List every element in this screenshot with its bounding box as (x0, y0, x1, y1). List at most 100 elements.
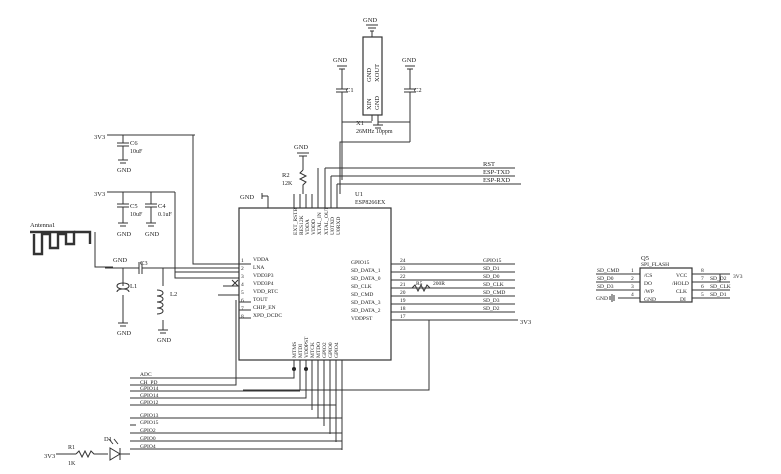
svg-text:VDD_RTC: VDD_RTC (253, 289, 278, 295)
svg-text:C5: C5 (130, 203, 138, 210)
svg-text:17: 17 (400, 314, 406, 320)
svg-text:XTAL_OUT: XTAL_OUT (324, 206, 330, 235)
resistor-r3-top: GND R2 12K (282, 144, 309, 194)
svg-text:LNA: LNA (253, 265, 264, 271)
svg-text:GPIO14: GPIO14 (140, 393, 159, 399)
svg-text:VDDPST: VDDPST (351, 316, 373, 322)
svg-text:SPI_FLASH: SPI_FLASH (641, 262, 669, 268)
svg-text:GPIO15: GPIO15 (140, 420, 159, 426)
svg-text:TOUT: TOUT (253, 297, 268, 303)
svg-text:3V3: 3V3 (94, 134, 105, 141)
svg-text:R5: R5 (416, 281, 423, 287)
svg-text:19: 19 (400, 298, 406, 304)
svg-text:5: 5 (241, 290, 244, 296)
svg-text:7: 7 (241, 306, 244, 312)
svg-text:5: 5 (701, 292, 704, 298)
svg-text:SD_DATA_2: SD_DATA_2 (351, 308, 381, 314)
svg-text:3V3: 3V3 (520, 319, 531, 326)
svg-text:2: 2 (631, 276, 634, 282)
svg-text:SD_D2: SD_D2 (483, 306, 500, 312)
svg-text:Antenna1: Antenna1 (30, 222, 55, 229)
svg-text:SD_CMD: SD_CMD (351, 292, 373, 298)
svg-text:U0TXD: U0TXD (330, 217, 336, 235)
svg-text:7: 7 (701, 276, 704, 282)
svg-text:DI: DI (680, 297, 686, 303)
svg-text:/WP: /WP (644, 289, 654, 295)
svg-text:SD_CLK: SD_CLK (483, 282, 504, 288)
svg-text:0.1uF: 0.1uF (158, 212, 173, 218)
svg-text:1: 1 (241, 258, 244, 264)
svg-text:R2: R2 (282, 172, 290, 179)
svg-text:GPIO12: GPIO12 (140, 400, 159, 406)
svg-text:SD_D2: SD_D2 (710, 276, 727, 282)
antenna-1: Antenna1 GND (30, 222, 127, 268)
svg-text:SD_CLK: SD_CLK (710, 284, 731, 290)
svg-text:GPIO15: GPIO15 (351, 260, 370, 266)
gnd-symbol-top: GND (363, 17, 378, 37)
svg-text:VDD3P3: VDD3P3 (253, 273, 274, 279)
svg-text:6: 6 (241, 298, 244, 304)
svg-text:GND: GND (294, 144, 308, 151)
svg-text:ESP-TXD: ESP-TXD (483, 169, 510, 176)
svg-text:18: 18 (400, 306, 406, 312)
svg-text:3: 3 (631, 284, 634, 290)
svg-text:1K: 1K (68, 461, 76, 467)
svg-text:XPD_DCDC: XPD_DCDC (253, 313, 282, 319)
svg-text:CLK: CLK (676, 289, 687, 295)
svg-text:X1: X1 (356, 120, 364, 127)
svg-text:26MHz 10ppm: 26MHz 10ppm (356, 129, 393, 135)
svg-text:GND: GND (113, 257, 127, 264)
svg-text:L1: L1 (130, 283, 137, 290)
svg-text:3V3: 3V3 (733, 274, 743, 280)
svg-text:GPIO0: GPIO0 (140, 436, 156, 442)
svg-text:GND: GND (374, 96, 381, 110)
svg-text:GND: GND (157, 337, 171, 344)
svg-text:C4: C4 (158, 203, 166, 210)
svg-text:SD_DATA_3: SD_DATA_3 (351, 300, 381, 306)
svg-text:SD_D3: SD_D3 (483, 298, 500, 304)
svg-text:U1: U1 (355, 191, 363, 198)
svg-text:MTDI: MTDI (298, 344, 304, 358)
svg-text:D1: D1 (104, 436, 112, 443)
svg-text:U0RXD: U0RXD (336, 217, 342, 235)
svg-text:GPIO4: GPIO4 (140, 444, 156, 450)
cap-c1: GND C1 (333, 57, 354, 122)
svg-text:MTMS: MTMS (292, 342, 298, 358)
gnd-symbol-u1: GND (240, 193, 268, 201)
svg-text:ESP8266EX: ESP8266EX (355, 200, 386, 206)
svg-text:GPIO0: GPIO0 (328, 342, 334, 358)
svg-text:2: 2 (241, 266, 244, 272)
svg-text:6: 6 (701, 284, 704, 290)
svg-text:SD_CLK: SD_CLK (351, 284, 372, 290)
svg-text:DO: DO (644, 281, 652, 287)
svg-text:CH_PD: CH_PD (140, 380, 157, 386)
svg-text:GND: GND (117, 330, 131, 337)
svg-text:GND: GND (644, 297, 656, 303)
svg-text:SD_D1: SD_D1 (483, 266, 500, 272)
svg-text:3V3: 3V3 (44, 453, 55, 460)
svg-text:MTCK: MTCK (310, 342, 316, 358)
svg-text:GPIO2: GPIO2 (322, 342, 328, 358)
svg-text:L2: L2 (170, 291, 177, 298)
svg-text:GND: GND (402, 57, 416, 64)
spi-flash-q5: Q5 SPI_FLASH /CS DO /WP GND VCC /HOLD CL… (596, 255, 743, 303)
svg-text:GND: GND (596, 296, 608, 302)
svg-text:23: 23 (400, 266, 406, 272)
svg-text:/CS: /CS (644, 273, 652, 279)
svg-text:/HOLD: /HOLD (672, 281, 689, 287)
svg-text:SD_DATA_0: SD_DATA_0 (351, 276, 381, 282)
svg-text:10uF: 10uF (130, 149, 143, 155)
svg-text:VDDPST: VDDPST (304, 336, 310, 358)
led-circuit: 3V3 R1 1K D1 (44, 436, 130, 467)
svg-text:GPIO4: GPIO4 (334, 342, 340, 358)
svg-text:MTDO: MTDO (316, 342, 322, 358)
svg-text:VCC: VCC (676, 273, 688, 279)
svg-text:GND: GND (366, 68, 373, 82)
svg-text:SD_DATA_1: SD_DATA_1 (351, 268, 381, 274)
svg-text:R1: R1 (68, 445, 75, 451)
svg-text:GPIO13: GPIO13 (140, 413, 159, 419)
svg-text:GND: GND (240, 194, 254, 201)
gnd-symbol-xtal (373, 124, 383, 129)
svg-text:22: 22 (400, 274, 406, 280)
svg-text:200R: 200R (433, 281, 445, 287)
